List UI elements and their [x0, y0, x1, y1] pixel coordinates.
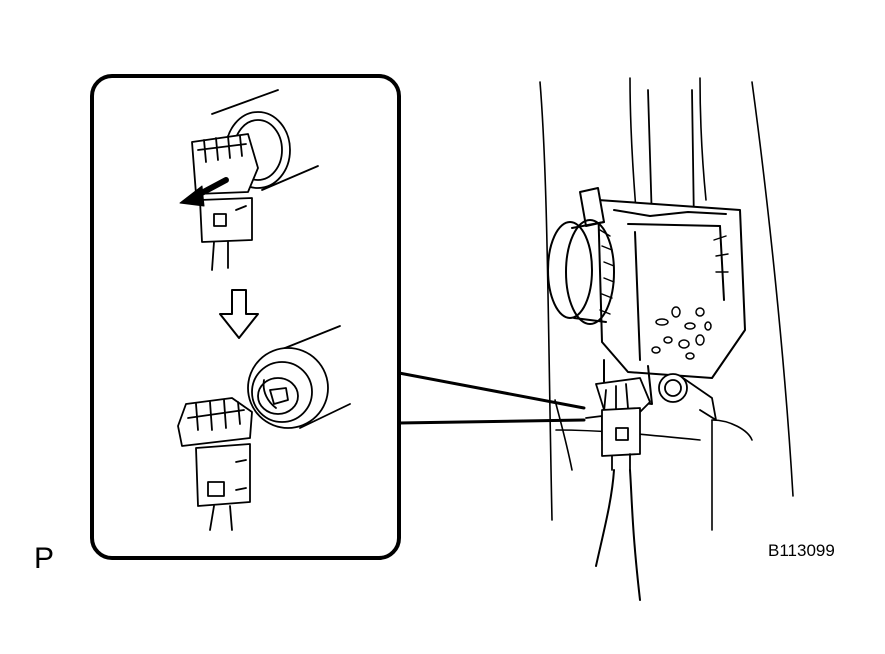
step-1-disconnect: [192, 90, 318, 270]
release-arrow: [180, 180, 226, 206]
down-arrow: [220, 290, 258, 338]
side-label: P: [34, 542, 55, 575]
callout-leader-lines: [399, 373, 584, 423]
retractor-assembly: [548, 188, 745, 404]
wire-harness: [596, 470, 640, 600]
bolt: [659, 374, 716, 420]
figure-code: B113099: [768, 541, 835, 560]
step-2-disconnected: [178, 326, 350, 530]
installed-connector: [586, 378, 650, 470]
seat-belt-webbing: [648, 90, 694, 226]
